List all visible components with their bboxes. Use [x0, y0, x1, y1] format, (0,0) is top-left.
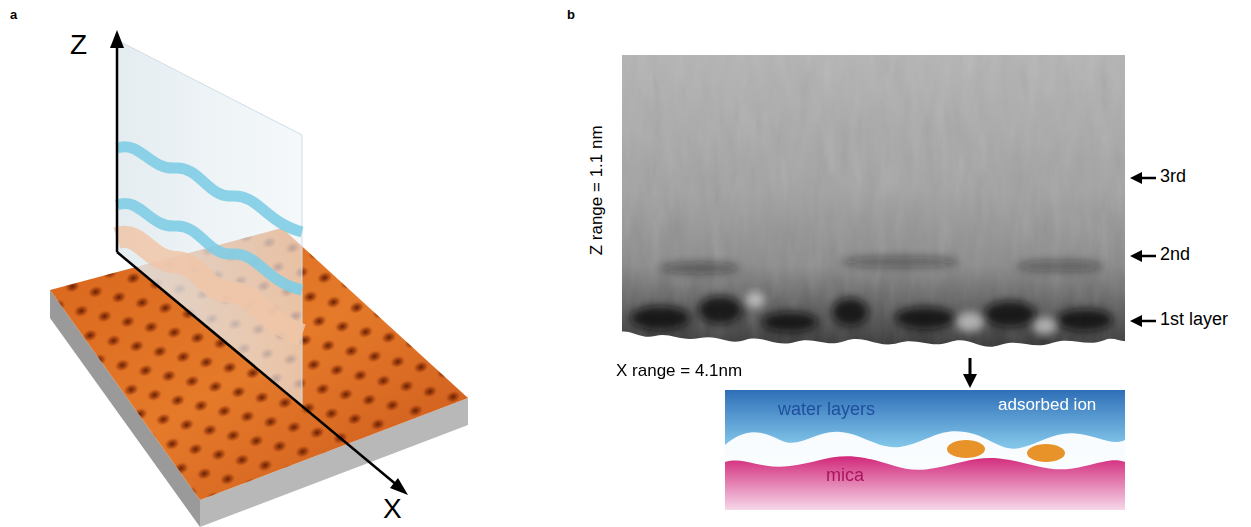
- section-plane: [117, 40, 302, 405]
- layer-label: 1st layer: [1160, 310, 1228, 330]
- axis-label: Z: [70, 30, 87, 61]
- inset-schematic: [725, 390, 1125, 510]
- region-label: adsorbed ion: [998, 396, 1096, 415]
- layer-arrows: [963, 172, 1156, 388]
- region-label: mica: [826, 466, 864, 486]
- axis-label: X: [383, 494, 402, 525]
- afm-section-image: [615, 55, 1130, 362]
- layer-label: 2nd: [1160, 245, 1190, 265]
- region-label: water layers: [778, 400, 875, 420]
- panel-letter: a: [10, 8, 17, 22]
- scale-label: Z range = 1.1 nm: [588, 125, 607, 255]
- panel-letter: b: [567, 8, 575, 22]
- scale-label: X range = 4.1nm: [616, 362, 742, 381]
- layer-label: 3rd: [1160, 167, 1186, 187]
- axes: [110, 30, 408, 495]
